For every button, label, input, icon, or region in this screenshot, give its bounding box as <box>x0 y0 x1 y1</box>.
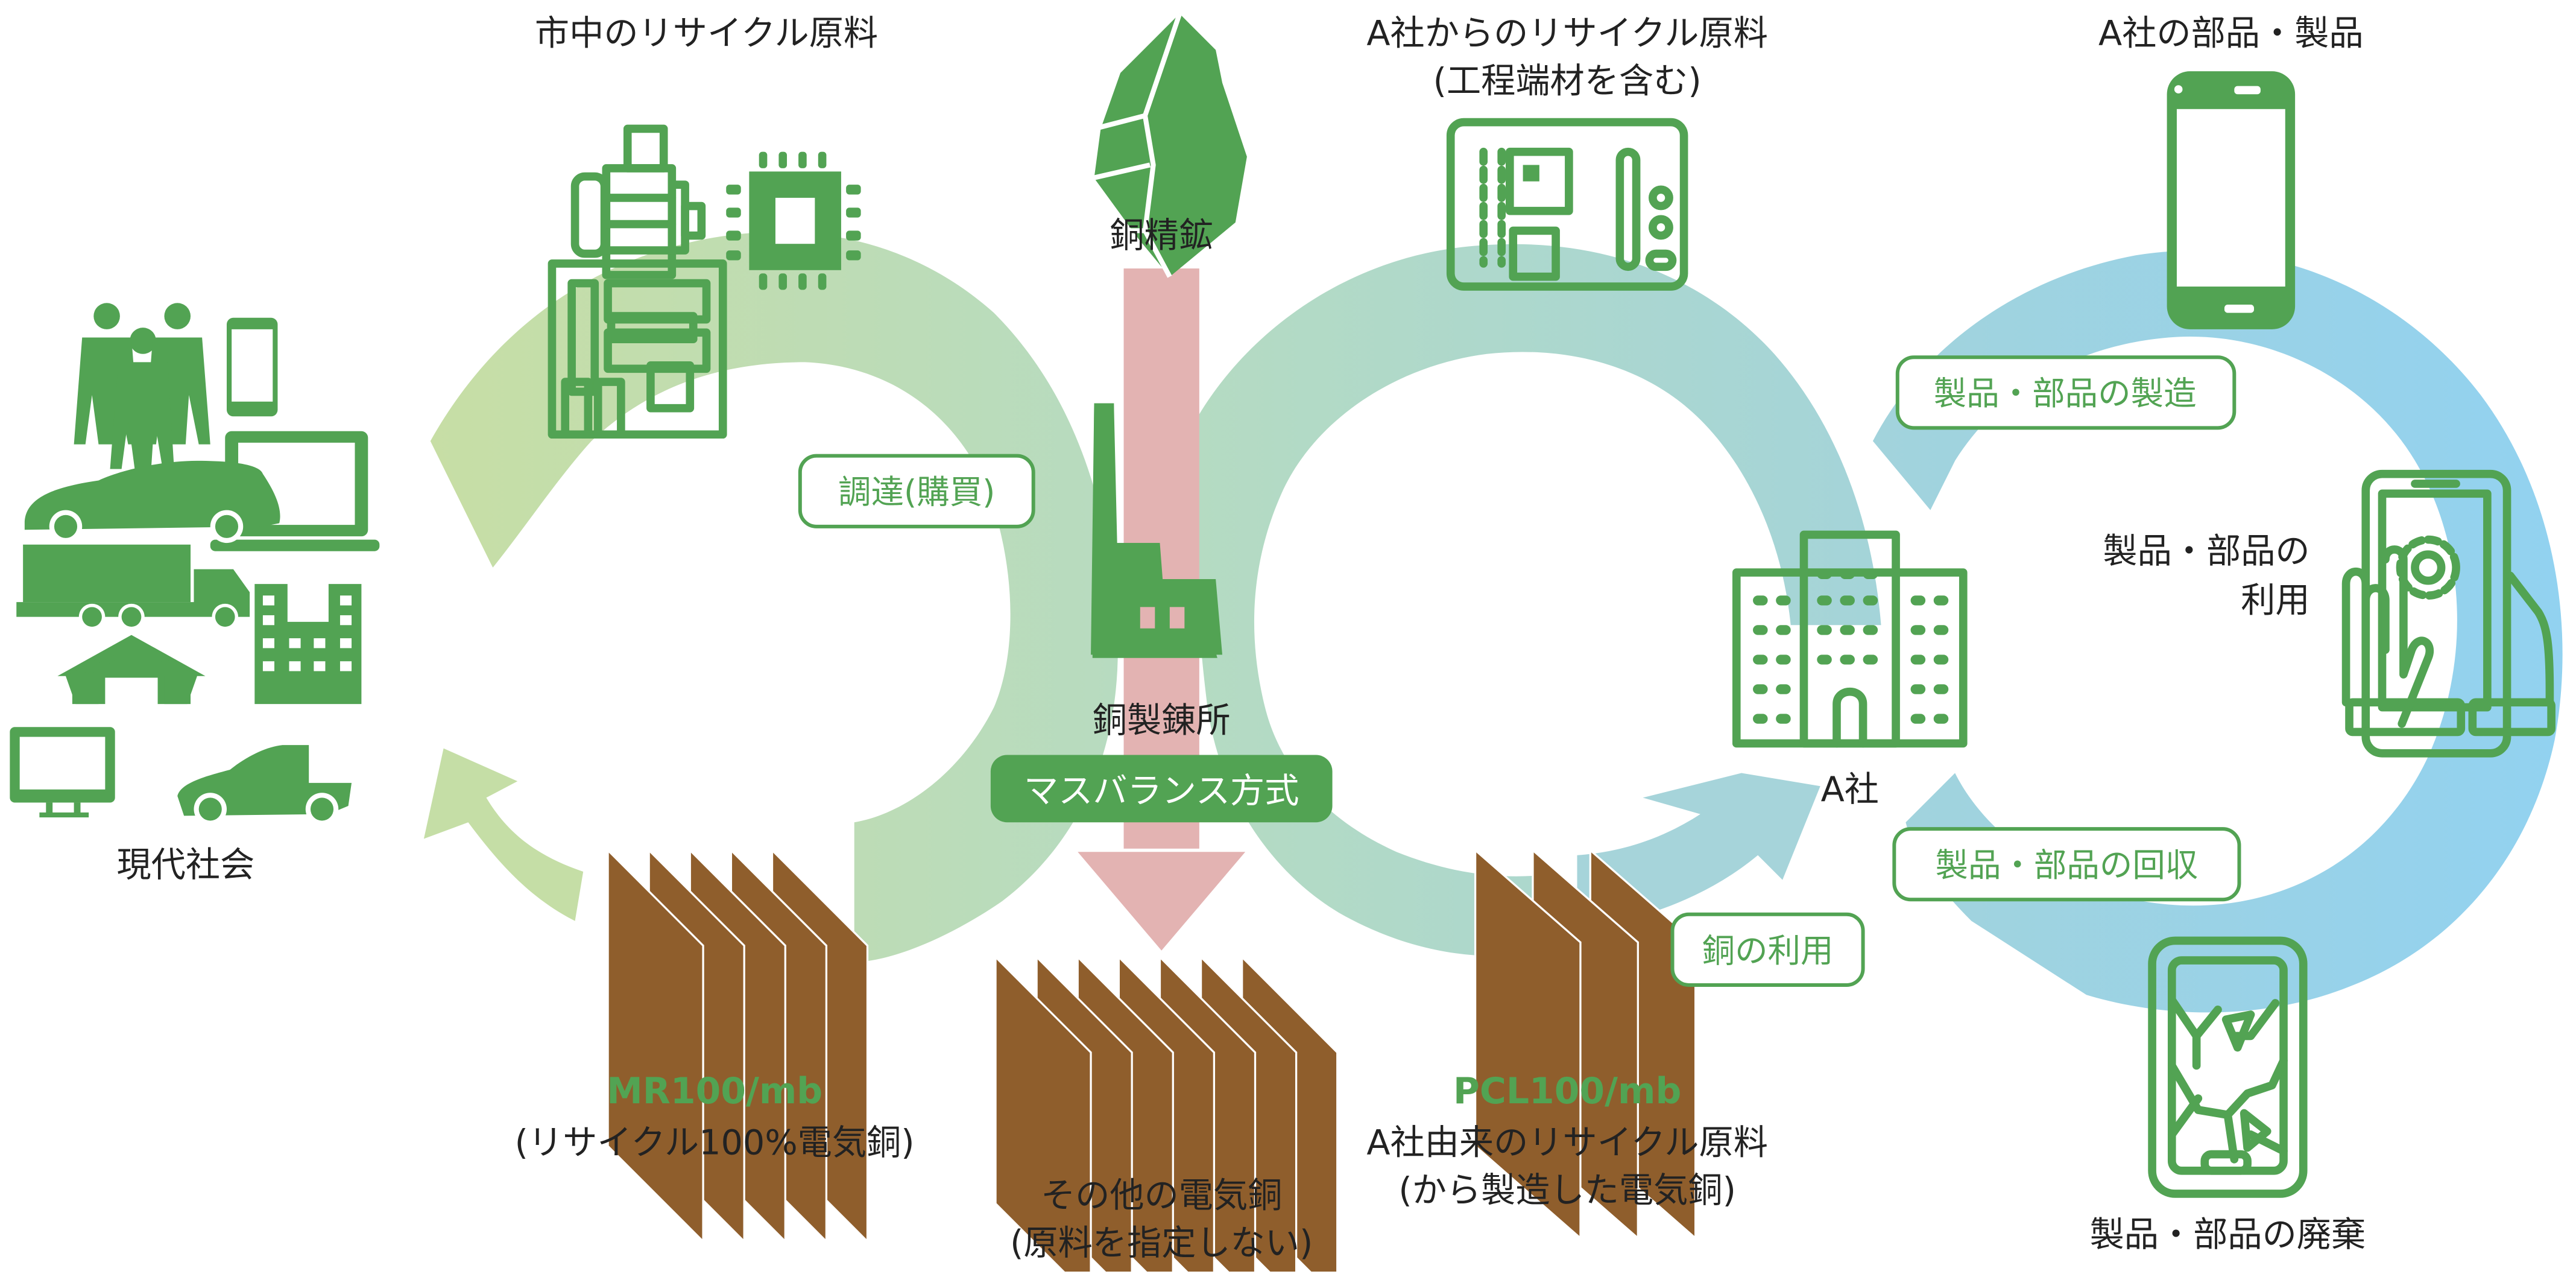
factory-building-icon <box>254 584 362 705</box>
smelter-label: 銅製錬所 <box>1093 700 1231 740</box>
copper-plate <box>607 848 704 1244</box>
motor-icon <box>570 124 706 344</box>
center-loop-arrowhead <box>1577 773 1820 930</box>
pcb-board-icon <box>1446 118 1688 291</box>
pcl100-description: A社由来のリサイクル原料 <box>1366 1123 1768 1163</box>
mr100-code: MR100/mb <box>607 1070 822 1112</box>
product-use-label: 製品・部品の <box>2103 531 2309 571</box>
factory-icon <box>1091 403 1223 658</box>
company-recycle-label: A社からのリサイクル原料 <box>1366 14 1768 54</box>
product-use-label-2: 利用 <box>2241 580 2309 620</box>
pcl100-code: PCL100/mb <box>1453 1070 1681 1112</box>
tag-manufacturing-label: 製品・部品の製造 <box>1934 374 2197 413</box>
car-icon <box>24 460 280 544</box>
left-loop-arrowhead <box>423 748 584 921</box>
other-copper-plate-stack <box>994 954 1339 1274</box>
tag-copper-use-label: 銅の利用 <box>1702 931 1834 970</box>
company-products-label: A社の部品・製品 <box>2098 14 2364 54</box>
market-recycle-label: 市中のリサイクル原料 <box>535 14 878 54</box>
product-disposal-label: 製品・部品の廃棄 <box>2090 1215 2366 1255</box>
company-recycle-sublabel: (工程端材を含む) <box>1433 62 1702 101</box>
mr100-description: (リサイクル100%電気銅) <box>515 1123 915 1163</box>
people-icon <box>74 303 210 469</box>
center-loop-arrow <box>1194 244 1881 956</box>
modern-society-label: 現代社会 <box>116 845 254 885</box>
broken-phone-icon <box>2148 936 2308 1198</box>
tag-collection-label: 製品・部品の回収 <box>1936 846 2199 884</box>
pcl100-description-2: (から製造した電気銅) <box>1398 1171 1735 1211</box>
tag-copper-use: 銅の利用 <box>1670 912 1865 987</box>
copper-plate <box>994 954 1092 1274</box>
copper-plate <box>1474 848 1582 1241</box>
other-copper-label: その他の電気銅 <box>1041 1176 1282 1215</box>
tag-procurement: 調達(購買) <box>798 454 1035 528</box>
pickup-truck-icon <box>177 745 352 826</box>
tag-collection: 製品・部品の回収 <box>1892 827 2241 902</box>
smartphone-icon <box>226 317 278 417</box>
right-loop-arrow <box>1872 250 2563 1013</box>
monitor-icon <box>10 727 115 818</box>
tag-mass-balance: マスバランス方式 <box>990 755 1333 823</box>
company-a-label: A社 <box>1821 770 1879 810</box>
truck-icon <box>16 544 250 630</box>
tag-mass-balance-label: マスバランス方式 <box>1024 772 1299 811</box>
other-copper-sublabel: (原料を指定しない) <box>1010 1223 1313 1263</box>
copper-concentrate-label: 銅精鉱 <box>1110 216 1213 256</box>
hand-touch-phone-icon <box>2341 469 2555 758</box>
smartphone-icon <box>2167 71 2296 329</box>
ore-rock-icon <box>1091 13 1247 278</box>
left-loop-arrow <box>423 232 1118 962</box>
chip-icon <box>726 151 861 290</box>
houses-icon <box>57 635 206 705</box>
circuit-board-icon <box>548 259 727 439</box>
pcl100-plate-stack <box>1474 848 1697 1241</box>
mr100-plate-stack <box>607 848 869 1244</box>
tag-manufacturing: 製品・部品の製造 <box>1895 355 2237 430</box>
office-building-icon <box>1732 530 1968 748</box>
tag-procurement-label: 調達(購買) <box>838 473 995 512</box>
